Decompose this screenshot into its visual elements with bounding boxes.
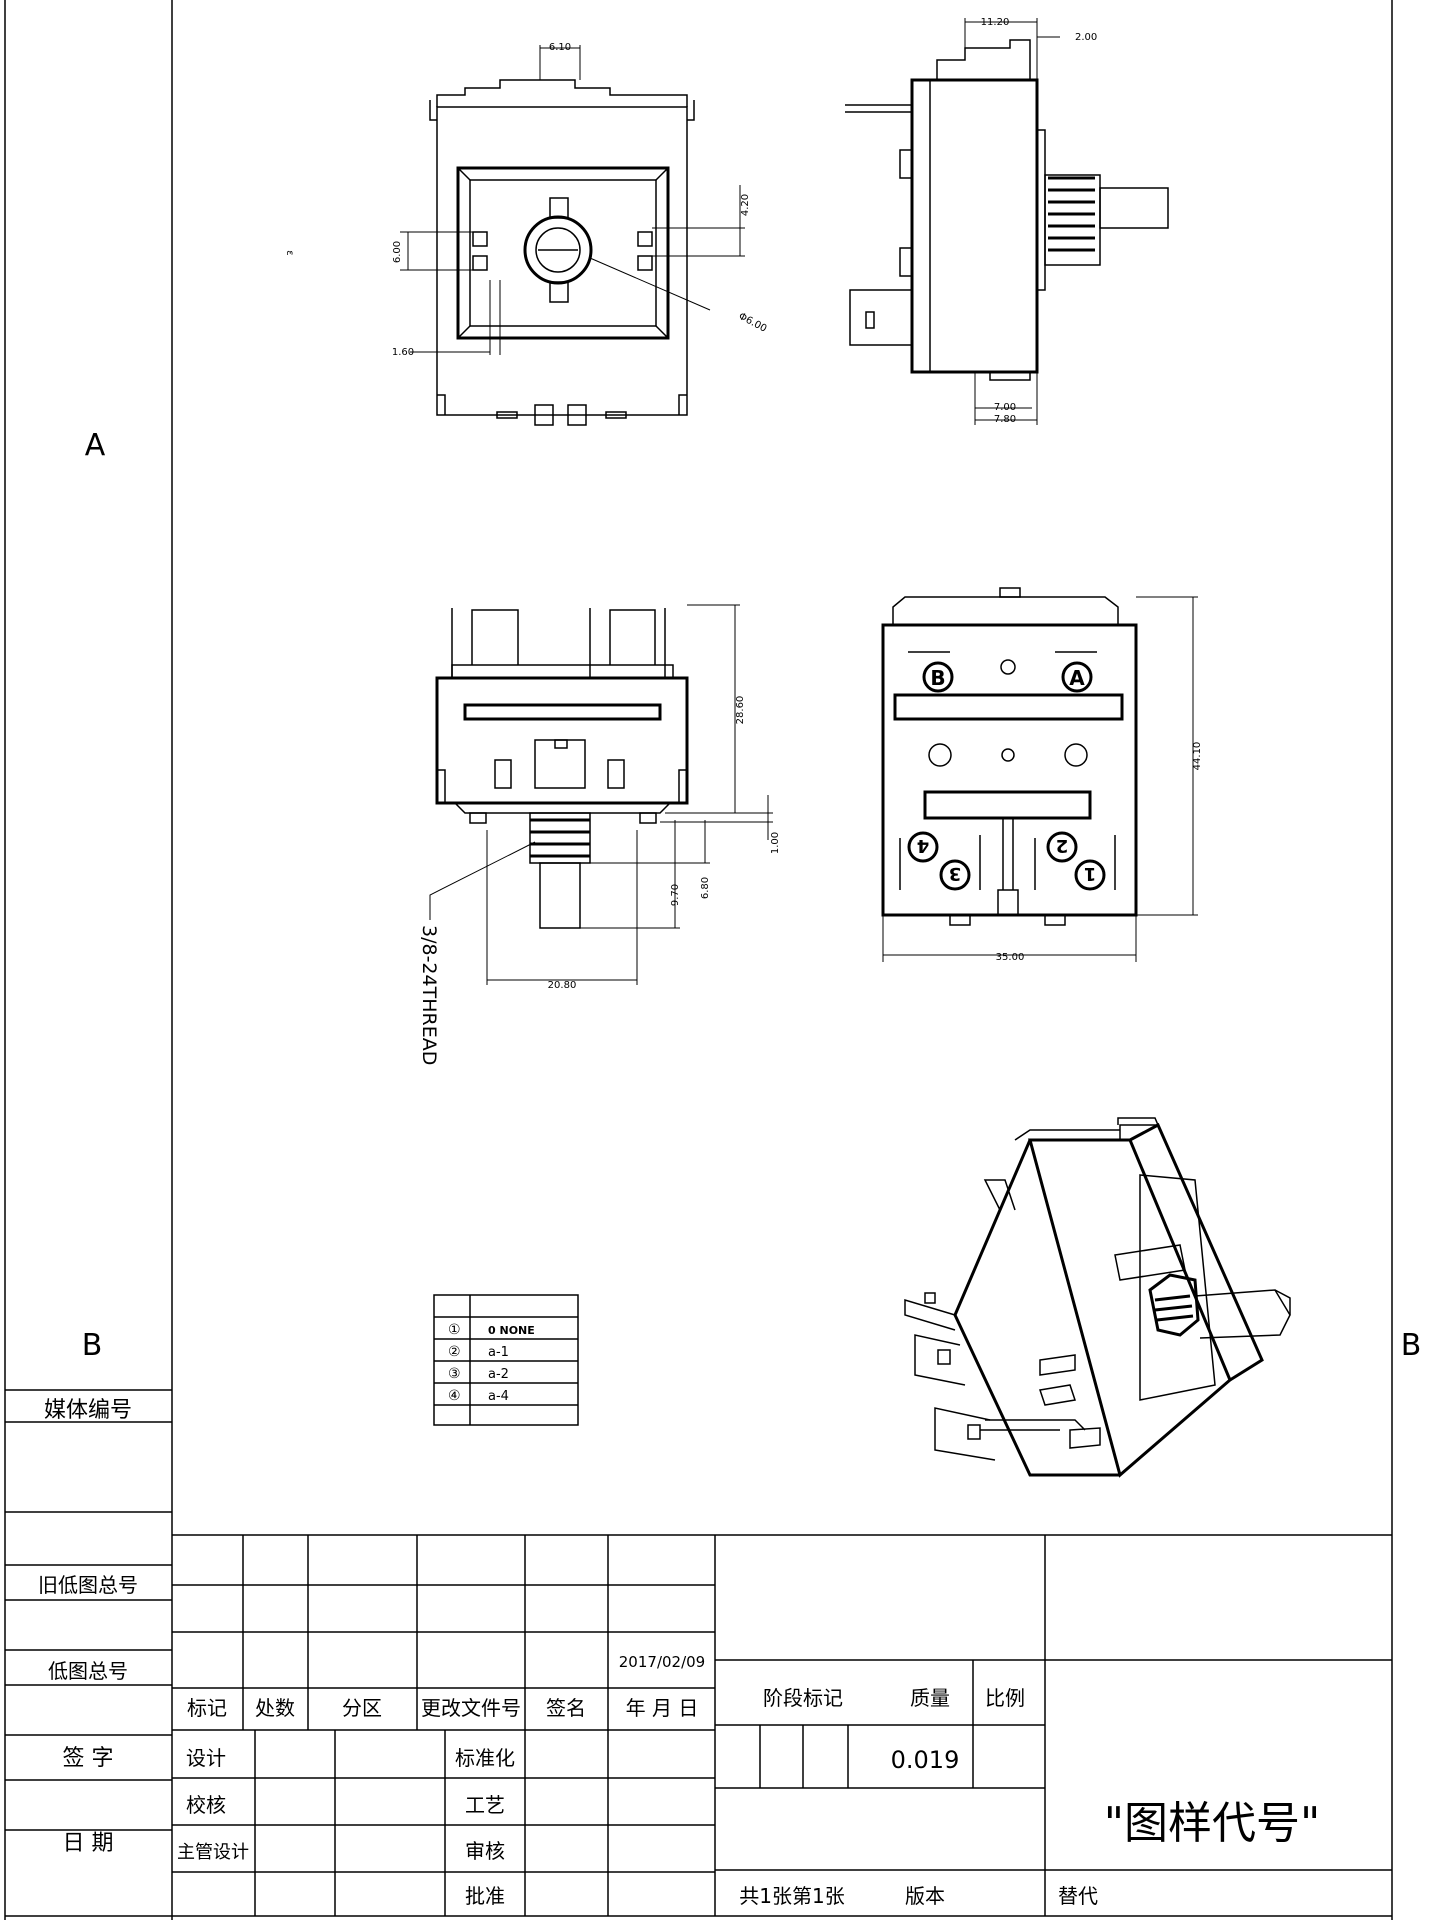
header-count: 处数 [255, 1696, 295, 1720]
position-table-rows: ① 0 NONE ② a-1 ③ a-2 ④ a-4 [448, 1322, 535, 1404]
standardize-label: 标准化 [455, 1746, 515, 1770]
mass-value: 0.019 [891, 1746, 960, 1774]
sheet-count-label: 共1张第1张 [739, 1884, 844, 1908]
process-label: 工艺 [465, 1793, 505, 1817]
isometric-view [904, 1117, 1291, 1478]
signature-label: 签 字 [63, 1746, 114, 1771]
side-view [845, 18, 1169, 425]
terminal-1-label: 1 [1084, 863, 1097, 884]
media-number-label: 媒体编号 [44, 1398, 132, 1423]
check-label: 校核 [186, 1793, 226, 1817]
dim-11-20: 11.20 [981, 17, 1010, 28]
dim-6-80: 6.80 [700, 877, 711, 899]
dim-7-80: 7.80 [994, 414, 1016, 425]
position-value-1: 0 NONE [488, 1324, 535, 1337]
position-value-2: a-1 [488, 1345, 509, 1360]
position-value-4: a-4 [488, 1389, 509, 1404]
terminal-a-label: A [1069, 666, 1085, 690]
header-sign: 签名 [546, 1696, 586, 1720]
review-label: 审核 [465, 1839, 505, 1863]
drawing-number-label: 低图总号 [48, 1659, 128, 1683]
position-table [433, 1294, 579, 1426]
header-mark: 标记 [187, 1696, 227, 1720]
zone-label-a: A [85, 428, 106, 463]
thread-spec-label: 3/8-24THREAD [418, 925, 440, 1065]
replace-label: 替代 [1058, 1884, 1098, 1908]
dim-44-10: 44.10 [1192, 742, 1203, 771]
zone-label-b-left: B [82, 1328, 103, 1363]
dim-6-10: 6.10 [549, 42, 571, 53]
stage-mark-label: 阶段标记 [763, 1686, 843, 1710]
mass-label: 质量 [910, 1686, 950, 1710]
revision-date: 2017/02/09 [619, 1653, 705, 1671]
date-label: 日 期 [63, 1831, 114, 1856]
dim-7-00: 7.00 [994, 402, 1016, 413]
dim-phi-6-00: Φ6.00 [737, 311, 769, 335]
position-mark-2: ② [448, 1344, 461, 1360]
version-label: 版本 [905, 1884, 945, 1908]
dim-4-20: 4.20 [740, 194, 751, 216]
design-label: 设计 [186, 1746, 226, 1770]
position-mark-4: ④ [448, 1388, 461, 1404]
front-view [400, 45, 745, 426]
approve-label: 批准 [465, 1884, 505, 1908]
rear-view [881, 587, 1198, 962]
dim-6-00: 6.00 [392, 241, 403, 263]
drawing-code: "图样代号" [1104, 1798, 1320, 1849]
header-zone: 分区 [342, 1696, 382, 1720]
dim-1-00: 1.00 [770, 832, 781, 854]
epsilon-mark: ε [284, 250, 295, 255]
dim-2-00: 2.00 [1075, 32, 1097, 43]
header-change-doc: 更改文件号 [421, 1696, 521, 1720]
terminal-4-label: 4 [917, 835, 930, 856]
position-mark-3: ③ [448, 1366, 461, 1382]
dim-1-60: 1.60 [392, 347, 414, 358]
top-view [429, 604, 773, 985]
dim-20-80: 20.80 [548, 980, 577, 991]
dim-35-00: 35.00 [996, 952, 1025, 963]
position-mark-1: ① [448, 1322, 461, 1338]
zone-label-b-right: B [1401, 1328, 1422, 1363]
dim-9-70: 9.70 [670, 884, 681, 906]
old-drawing-number-label: 旧低图总号 [38, 1573, 138, 1597]
scale-label: 比例 [985, 1686, 1025, 1710]
title-block [172, 1534, 1392, 1916]
left-strip [5, 1389, 172, 1831]
header-date: 年 月 日 [626, 1696, 699, 1720]
terminal-b-label: B [930, 666, 945, 690]
dim-28-60: 28.60 [735, 696, 746, 725]
terminal-3-label: 3 [949, 863, 962, 884]
position-value-3: a-2 [488, 1367, 509, 1382]
chief-design-label: 主管设计 [177, 1842, 249, 1863]
terminal-2-label: 2 [1056, 835, 1069, 856]
